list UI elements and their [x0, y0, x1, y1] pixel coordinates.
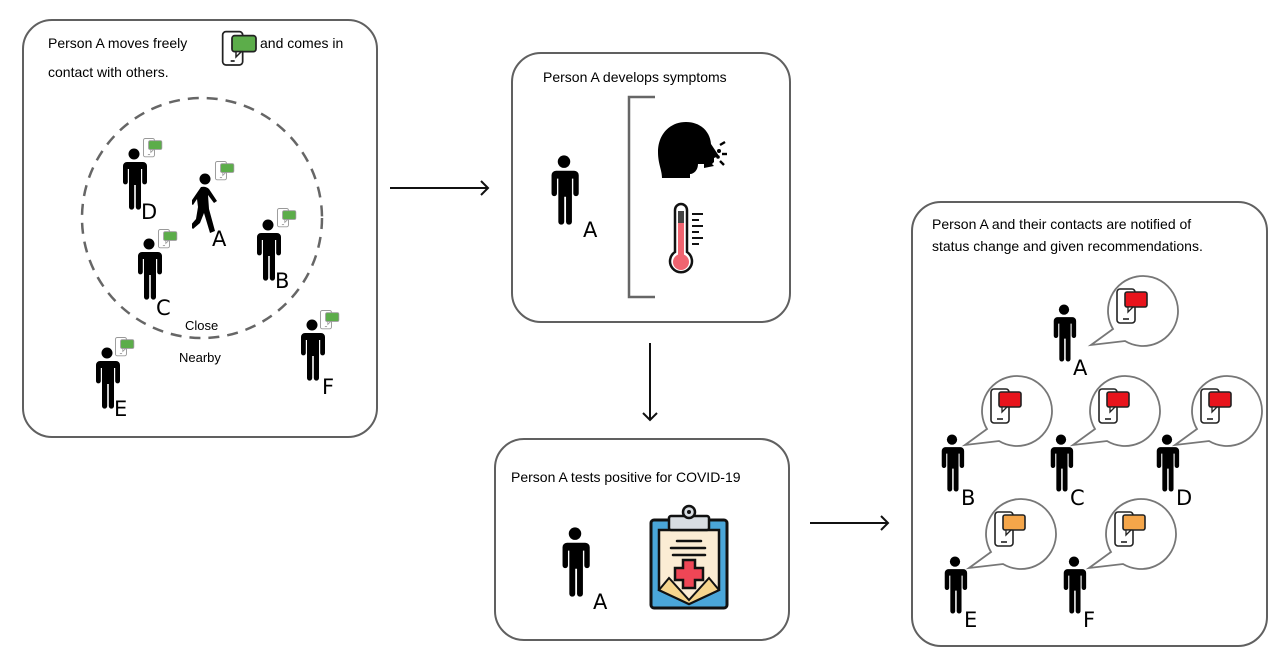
cough-icon — [658, 122, 727, 178]
person-icon — [938, 433, 966, 493]
notification-bubble — [1085, 498, 1177, 570]
phone-alert-icon — [1116, 288, 1148, 324]
phone-message-icon — [157, 228, 179, 250]
person-label: F — [1083, 608, 1096, 632]
person-icon — [547, 151, 581, 229]
zone-nearby-label: Nearby — [179, 350, 221, 365]
phone-message-icon — [214, 160, 236, 182]
phone-alert-icon — [1098, 388, 1130, 424]
panel-symptoms: Person A develops symptoms A — [511, 52, 791, 323]
phone-alert-icon — [994, 511, 1026, 547]
phone-message-icon — [114, 336, 136, 358]
notification-bubble — [961, 375, 1053, 447]
notification-bubble — [1087, 275, 1179, 347]
symptoms-title: Person A develops symptoms — [543, 69, 727, 85]
close-zone-circle — [80, 96, 324, 340]
person-icon — [1060, 555, 1088, 615]
person-label: A — [1073, 356, 1088, 380]
person-label: B — [961, 486, 976, 510]
panel-test: Person A tests positive for COVID-19 A — [494, 438, 790, 641]
zone-close-label: Close — [185, 318, 219, 333]
person-label: A — [212, 227, 227, 251]
person-label: A — [583, 218, 598, 242]
arrow-right-icon — [390, 180, 490, 196]
person-icon — [1153, 433, 1181, 493]
clipboard-medical-icon — [649, 504, 729, 610]
panel-contact: Person A moves freely and comes in conta… — [22, 19, 378, 438]
phone-message-icon — [220, 27, 260, 71]
contact-text-part2: and comes in — [260, 35, 344, 51]
person-label: E — [964, 608, 978, 632]
arrow-down-icon — [642, 343, 658, 422]
person-label: D — [141, 200, 158, 224]
person-label: C — [1070, 486, 1085, 510]
person-icon — [558, 524, 592, 600]
walking-person-icon — [192, 173, 222, 235]
person-label: A — [593, 590, 608, 614]
phone-alert-icon — [1200, 388, 1232, 424]
bracket — [627, 95, 655, 299]
phone-message-icon — [276, 207, 298, 229]
notify-title-line2: status change and given recommendations. — [932, 238, 1203, 254]
arrow-right-icon — [810, 515, 890, 531]
person-label: F — [322, 375, 335, 399]
person-label: E — [114, 397, 128, 421]
phone-message-icon — [319, 309, 341, 331]
panel-notify: Person A and their contacts are notified… — [911, 201, 1268, 647]
notification-bubble — [1069, 375, 1161, 447]
contact-text-line2: contact with others. — [48, 64, 169, 80]
test-title: Person A tests positive for COVID-19 — [511, 469, 741, 485]
contact-text-part1: Person A moves freely — [48, 35, 188, 51]
person-icon — [1050, 303, 1078, 363]
phone-message-icon — [142, 137, 164, 159]
phone-alert-icon — [990, 388, 1022, 424]
notification-bubble — [965, 498, 1057, 570]
thermometer-icon — [668, 202, 703, 274]
person-icon — [1047, 433, 1075, 493]
person-label: D — [1176, 486, 1193, 510]
phone-alert-icon — [1114, 511, 1146, 547]
person-label: B — [275, 269, 290, 293]
person-icon — [941, 555, 969, 615]
notify-title-line1: Person A and their contacts are notified… — [932, 216, 1192, 232]
notification-bubble — [1171, 375, 1263, 447]
person-label: C — [156, 296, 171, 320]
